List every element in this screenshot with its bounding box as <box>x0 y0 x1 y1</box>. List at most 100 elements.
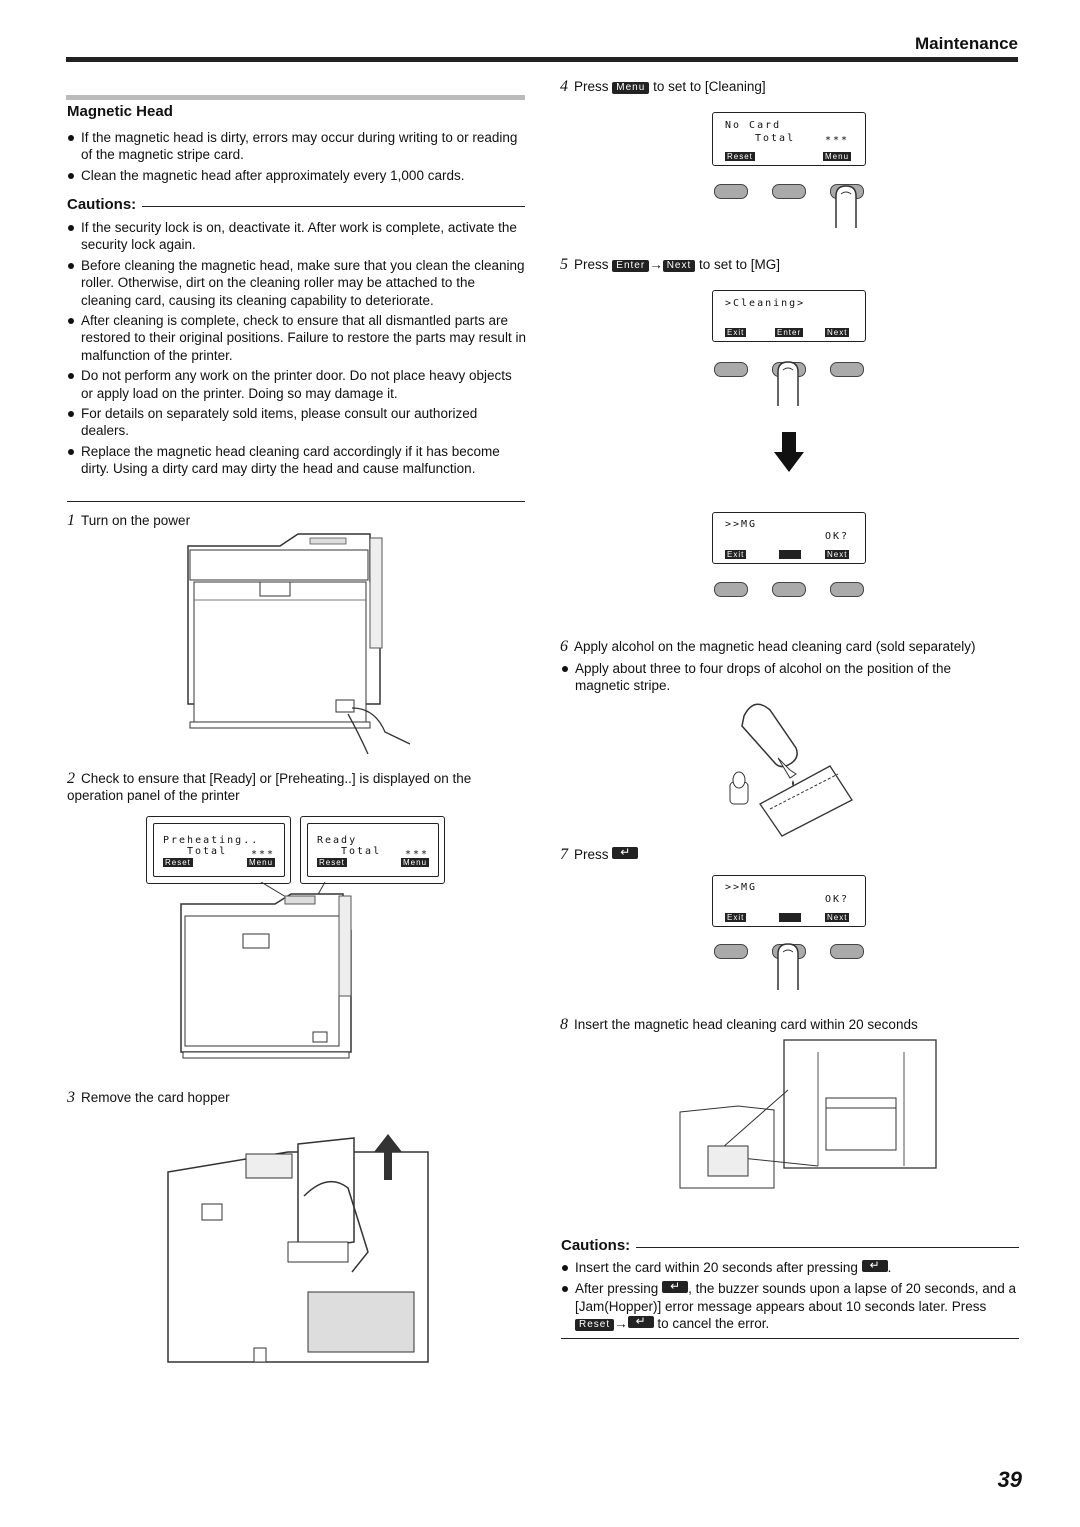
return-key-icon <box>627 1313 654 1331</box>
lcd-line: OK? <box>825 894 850 905</box>
step-number: 3 <box>67 1089 75 1106</box>
menu-key-icon: Menu <box>612 82 650 94</box>
list-item: Insert the card within 20 seconds after … <box>561 1257 1023 1276</box>
lcd-cleaning: >Cleaning> Exit Enter Next <box>712 290 866 342</box>
lcd-stars: *** <box>825 135 850 146</box>
lcd-key: Next <box>825 550 850 559</box>
card-insert-illustration <box>679 1039 937 1189</box>
step-number: 1 <box>67 512 75 529</box>
return-key-icon <box>861 1257 888 1274</box>
lcd-mg: >>MG OK? Exit Next <box>712 512 866 564</box>
cautions-list: If the security lock is on, deactivate i… <box>67 219 527 481</box>
lcd-stars: *** <box>405 849 430 860</box>
panel-button-center <box>772 184 806 199</box>
printer-power-illustration <box>187 533 411 755</box>
reset-key-icon: Reset <box>575 1319 615 1332</box>
lcd-key: Exit <box>725 913 747 922</box>
enter-return-icon <box>779 913 801 922</box>
cautions-list-right: Insert the card within 20 seconds after … <box>561 1257 1023 1336</box>
lcd-ready: Ready Total *** Reset Menu <box>300 816 445 884</box>
step-text: Check to ensure that [Ready] or [Preheat… <box>67 771 472 804</box>
step-number: 6 <box>560 638 568 655</box>
lcd-line: No Card <box>725 120 782 131</box>
step-text: Turn on the power <box>81 513 191 528</box>
enter-return-icon <box>779 550 801 559</box>
panel-button-left <box>714 362 748 377</box>
lcd-line: >>MG <box>725 519 758 530</box>
header-rule <box>66 57 1018 62</box>
list-item: Replace the magnetic head cleaning card … <box>67 443 527 478</box>
panel-button-center <box>772 582 806 597</box>
lcd-key: Reset <box>163 858 193 867</box>
step-3: 3 Remove the card hopper <box>67 1089 527 1106</box>
cautions-label: Cautions: <box>67 196 137 213</box>
panel-button-left <box>714 184 748 199</box>
step-6: 6 Apply alcohol on the magnetic head clea… <box>560 638 1020 655</box>
panel-button-left <box>714 582 748 597</box>
lcd-line: Preheating.. <box>163 835 260 846</box>
list-item: Before cleaning the magnetic head, make … <box>67 257 527 309</box>
step-4: 4 Press Menu to set to [Cleaning] <box>560 78 1020 95</box>
lcd-line: Total <box>755 133 796 144</box>
step-text: Remove the card hopper <box>81 1090 230 1105</box>
panel-button-right <box>830 944 864 959</box>
card-hopper-illustration <box>167 1134 429 1363</box>
list-item: Clean the magnetic head after approximat… <box>67 167 527 184</box>
page-title: Magnetic Head <box>67 103 173 120</box>
list-item: After pressing , the buzzer sounds upon … <box>561 1278 1023 1332</box>
intro-list: If the magnetic head is dirty, errors ma… <box>67 129 527 187</box>
panel-button-left <box>714 944 748 959</box>
list-item: If the magnetic head is dirty, errors ma… <box>67 129 527 164</box>
finger-press-icon <box>777 943 799 990</box>
lcd-key: Enter <box>775 328 804 337</box>
divider <box>561 1338 1019 1339</box>
step-5: 5 Press Enter→Next to set to [MG] <box>560 256 1020 273</box>
return-key-icon <box>612 844 639 861</box>
step-text: to set to [MG] <box>699 257 781 272</box>
step-number: 5 <box>560 256 568 273</box>
section-title: Maintenance <box>915 34 1018 53</box>
lcd-line: >>MG <box>725 882 758 893</box>
step-number: 2 <box>67 770 75 787</box>
lcd-key: Menu <box>401 858 430 867</box>
panel-button-right <box>830 582 864 597</box>
lcd-key: Reset <box>317 858 347 867</box>
lcd-line: Ready <box>317 835 358 846</box>
lcd-stars: *** <box>251 849 276 860</box>
step-1: 1 Turn on the power <box>67 512 527 529</box>
next-key-icon: Next <box>662 260 696 272</box>
step-6-list: Apply about three to four drops of alcoh… <box>561 660 1001 698</box>
step-text: to set to [Cleaning] <box>653 79 766 94</box>
lcd-line: OK? <box>825 531 850 542</box>
lcd-line: Total <box>341 846 382 857</box>
arrow-icon: → <box>649 257 663 272</box>
lcd-key: Reset <box>725 152 755 161</box>
lcd-key: Next <box>825 913 850 922</box>
enter-key-icon: Enter <box>612 260 650 272</box>
list-item: Apply about three to four drops of alcoh… <box>561 660 1001 695</box>
printer-panel-illustration <box>180 882 352 1059</box>
step-text: Press <box>574 257 609 272</box>
step-text: Insert the magnetic head cleaning card w… <box>574 1017 918 1032</box>
lcd-nocard: No Card Total *** Reset Menu <box>712 112 866 166</box>
section-rule <box>66 95 525 100</box>
cautions-heading: Cautions: <box>67 196 525 213</box>
alcohol-bottle-illustration <box>729 703 853 837</box>
lcd-line: Total <box>187 846 228 857</box>
lcd-preheating: Preheating.. Total *** Reset Menu <box>146 816 291 884</box>
step-number: 7 <box>560 846 568 863</box>
panel-button-right <box>830 362 864 377</box>
cautions-heading-right: Cautions: <box>561 1237 1019 1254</box>
lcd-key: Menu <box>823 152 852 161</box>
list-item: After cleaning is complete, check to ens… <box>67 312 527 364</box>
list-item: If the security lock is on, deactivate i… <box>67 219 527 254</box>
step-number: 4 <box>560 78 568 95</box>
cautions-label: Cautions: <box>561 1237 631 1254</box>
arrow-icon: → <box>614 1316 628 1332</box>
return-key-icon <box>662 1278 689 1296</box>
step-text: Apply alcohol on the magnetic head clean… <box>574 639 976 654</box>
page-number: 39 <box>997 1467 1022 1492</box>
step-text: Press <box>574 79 609 94</box>
divider <box>67 501 525 502</box>
